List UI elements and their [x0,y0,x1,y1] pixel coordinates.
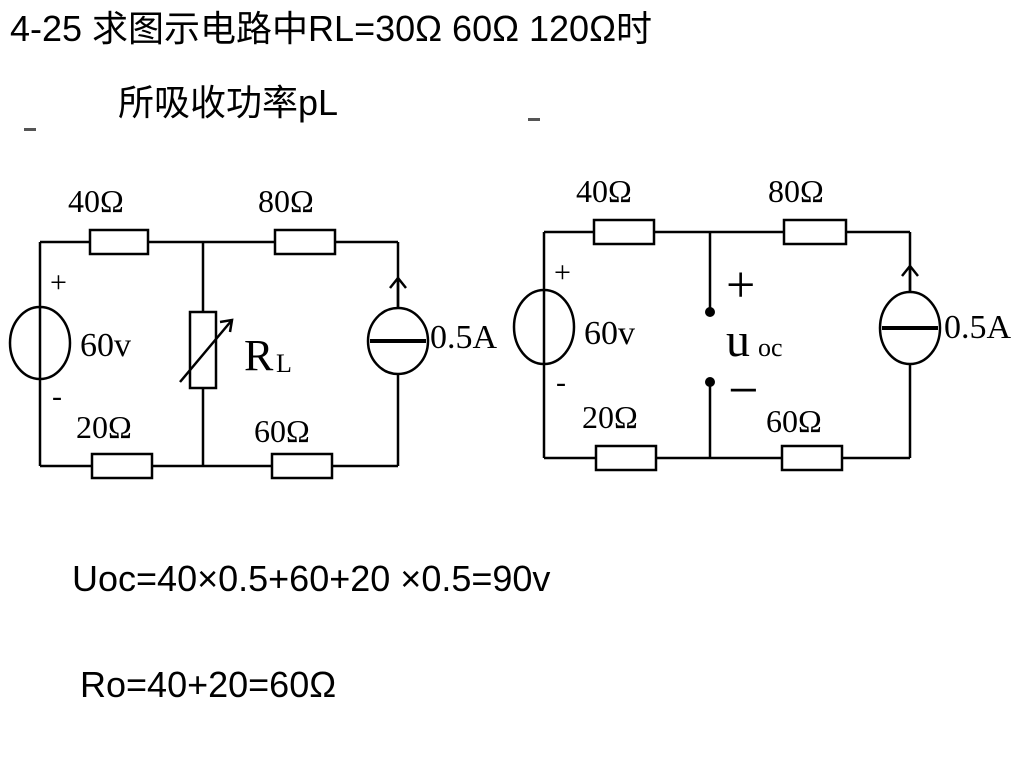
resistor-20-ohm [594,444,658,472]
resistor-20-ohm [90,452,154,480]
slide-mark [528,118,540,121]
label-voltage-source: 60v [584,315,635,352]
resistor-40-ohm [592,218,656,246]
voltage-source-icon [8,305,72,381]
label-uoc: u [726,314,750,367]
problem-subtitle: 所吸收功率pL [118,82,339,123]
label-plus: + [50,266,67,299]
resistor-80-ohm [273,228,337,256]
label-minus: - [52,380,62,413]
circuit-diagrams: 40Ω 80Ω 20Ω 60Ω 60v 0.5A R L + - 40Ω 80Ω… [0,160,1024,505]
label-minus: - [556,366,566,399]
resistor-60-ohm [780,444,844,472]
right-circuit [512,218,942,472]
label-r-bottom-right: 60Ω [254,413,310,449]
label-r-top-right: 80Ω [768,173,824,209]
label-uoc-minus: − [728,360,758,420]
label-uoc-plus: + [726,257,755,314]
label-voltage-source: 60v [80,327,131,364]
terminal-dots [705,307,715,387]
label-load-subscript: L [276,349,292,378]
label-r-top-left: 40Ω [576,173,632,209]
ro-equation: Ro=40+20=60Ω [80,664,337,705]
label-current-source: 0.5A [430,319,498,356]
terminal-dot-top [705,307,715,317]
label-r-top-right: 80Ω [258,183,314,219]
label-r-bottom-right: 60Ω [766,403,822,439]
problem-title: 4-25 求图示电路中RL=30Ω 60Ω 120Ω时 [10,8,652,49]
label-r-bottom-left: 20Ω [76,409,132,445]
resistor-60-ohm [270,452,334,480]
slide-mark [24,128,36,131]
label-uoc-subscript: oc [758,333,783,362]
label-plus: + [554,256,571,289]
resistor-80-ohm [782,218,848,246]
uoc-equation: Uoc=40×0.5+60+20 ×0.5=90v [72,558,551,599]
label-r-top-left: 40Ω [68,183,124,219]
arrow-head [219,318,234,333]
variable-arrow [179,319,233,383]
resistor-40-ohm [88,228,150,256]
left-circuit [8,228,430,480]
label-load: R [244,331,274,380]
load-resistor [188,310,218,390]
terminal-dot-bottom [705,377,715,387]
label-r-bottom-left: 20Ω [582,399,638,435]
label-current-source: 0.5A [944,309,1012,346]
